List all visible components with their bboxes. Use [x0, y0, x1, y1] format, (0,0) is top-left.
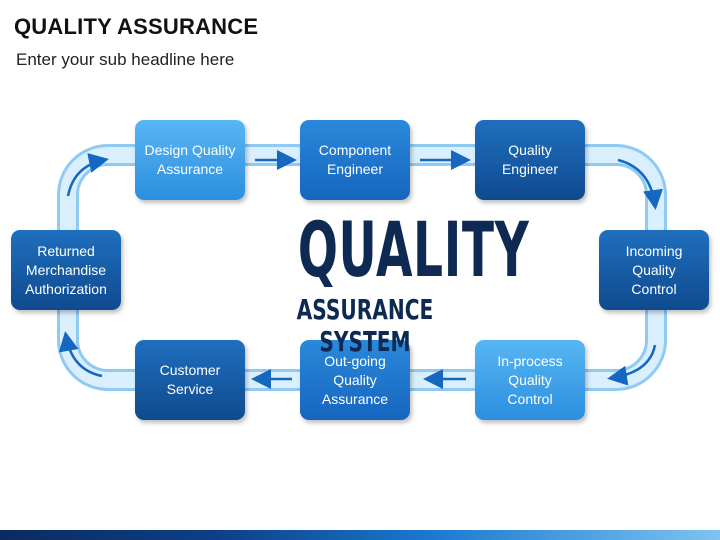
flow-arrow — [58, 331, 103, 378]
step-design-quality-assurance: Design Quality Assurance — [135, 120, 245, 200]
footer-bar — [0, 530, 720, 540]
slide-title: QUALITY ASSURANCE — [14, 14, 259, 39]
step-quality-engineer: Quality Engineer — [475, 120, 585, 200]
flow-arrow — [607, 344, 657, 386]
center-title: QUALITY — [297, 205, 530, 294]
slide-subtitle: Enter your sub headline here — [16, 50, 235, 69]
step-out-going-quality-assurance: Out-going Quality Assurance — [300, 340, 410, 420]
step-in-process-quality-control: In-process Quality Control — [475, 340, 585, 420]
step-customer-service: Customer Service — [135, 340, 245, 420]
step-component-engineer: Component Engineer — [300, 120, 410, 200]
flow-arrow — [617, 158, 663, 210]
center-subtitle: ASSURANCE SYSTEM — [296, 293, 434, 358]
flow-arrow — [66, 153, 109, 197]
step-incoming-quality-control: Incoming Quality Control — [599, 230, 709, 310]
step-returned-merchandise-authorization: Returned Merchandise Authorization — [11, 230, 121, 310]
